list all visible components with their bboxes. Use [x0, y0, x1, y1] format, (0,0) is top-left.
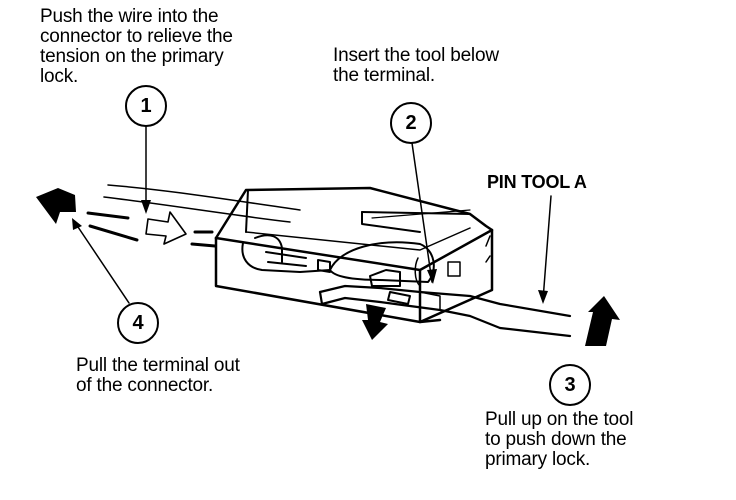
- step-3-callout: 3: [549, 364, 591, 406]
- leader-arrowhead-tool: [538, 290, 548, 304]
- step-4-instruction: Pull the terminal out of the connector.: [76, 355, 240, 396]
- wire-dash-2: [88, 224, 139, 242]
- leader-line-2: [411, 142, 433, 283]
- step-4-callout: 4: [117, 302, 159, 344]
- step-1-callout: 1: [125, 85, 167, 127]
- terminal: [241, 234, 491, 305]
- connector-body: [214, 186, 494, 324]
- pin-tool-label: PIN TOOL A: [487, 172, 587, 192]
- pull-out-arrow: [36, 188, 76, 224]
- push-in-arrow: [145, 211, 187, 245]
- pin-tool-a: [318, 284, 572, 338]
- push-down-arrow: [362, 304, 388, 340]
- step-1-instruction: Push the wire into the connector to reli…: [40, 6, 233, 87]
- leader-line-4: [75, 223, 130, 304]
- step-3-instruction: Pull up on the tool to push down the pri…: [485, 409, 634, 470]
- leader-arrowhead-1: [141, 200, 151, 214]
- step-2-instruction: Insert the tool below the terminal.: [333, 45, 499, 86]
- wire-lower-line: [103, 196, 291, 223]
- wire-upper-line: [107, 184, 301, 211]
- leader-arrowhead-2: [427, 269, 437, 284]
- step-2-callout: 2: [390, 102, 432, 144]
- pull-up-arrow: [585, 296, 620, 346]
- leader-line-tool: [542, 195, 552, 301]
- wire-dash-1: [86, 211, 130, 220]
- wire-dash-4: [190, 242, 217, 248]
- leader-arrowhead-4: [72, 218, 82, 230]
